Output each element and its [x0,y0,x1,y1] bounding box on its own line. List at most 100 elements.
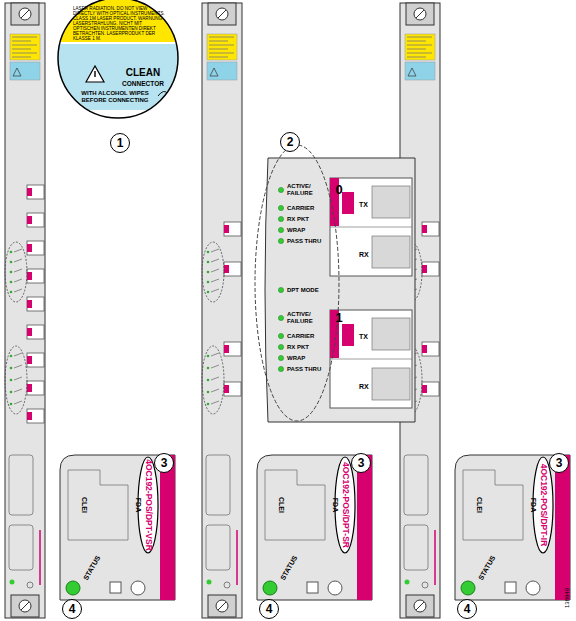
status-led [10,291,13,294]
status-led [461,581,475,595]
label-print [209,49,228,50]
warning-triangle [13,68,21,76]
warning-triangle [86,66,104,82]
status-led [10,355,13,358]
panel-legend: 1 [335,311,342,325]
status-led [207,251,210,254]
faceplate-hole [526,581,540,595]
label-print [407,53,432,54]
panel-legend: ACTIVE/ FAILURE [287,183,319,196]
fiber-port [422,222,439,236]
port-marker [422,385,427,393]
label-print [209,45,234,46]
led-legend-print [211,401,219,404]
led-legend-print [14,249,22,252]
status-led [278,355,283,360]
panel-legend: 4OC192-POS/DPT-SR [340,462,349,548]
status-led [10,261,13,264]
ejector-handle [11,595,39,617]
faceplate-recess [404,455,428,515]
led-group-outline [5,242,27,302]
captive-screw [19,600,31,612]
captive-screw [414,8,426,20]
status-led [207,580,212,585]
panel-legend: RX [359,251,369,259]
label-print [407,57,426,58]
led-legend-print [211,389,219,392]
callout-number: 3 [556,457,563,469]
led-legend-print [14,377,22,380]
ejector-handle [208,595,236,617]
line-card [5,3,45,618]
led-legend-print [211,279,219,282]
panel-legend: PASS THRU [287,238,321,245]
status-led [207,261,210,264]
status-led [10,251,13,254]
faceplate-stripe [357,455,372,600]
clean-connector-label [207,62,237,80]
port-divider [330,227,412,228]
tx-connector [372,318,410,350]
led-legend-print [211,289,219,292]
status-led [207,403,210,406]
clean-connector-label [10,62,40,80]
faceplate-stripe [160,455,175,600]
label-print [12,45,37,46]
figure-id: 138949 [564,588,571,608]
magnified-ejector-detail [257,455,372,600]
ejector-handle [11,3,39,25]
status-led [207,379,210,382]
panel-legend: CLEI [80,497,88,513]
led-group-outline [202,346,224,414]
fiber-port [330,178,412,276]
callout-number: 4 [259,599,279,619]
screw-slot [416,602,424,610]
card-faceplate [202,3,242,618]
status-led [207,281,210,284]
model-print [236,530,238,585]
magnified-faceplate [60,455,175,600]
tx-connector [372,186,410,218]
callout-number: 3 [351,453,371,473]
port-marker [27,412,32,420]
faceplate-recess [265,470,325,540]
panel-legend: RX [359,383,369,391]
faceplate-hole [328,581,342,595]
callout-number: 3 [161,457,168,469]
panel-legend: DPT MODE [287,287,319,294]
fiber-port [27,213,44,227]
fiber-port [27,185,44,199]
label-print [209,37,234,38]
led-legend-print [211,269,219,272]
captive-screw [216,600,228,612]
port-marker [422,225,427,233]
port-marker [27,356,32,364]
port-marker [27,216,32,224]
fiber-port [422,262,439,276]
status-led [278,205,283,210]
port-divider [330,359,412,360]
port-marker [224,265,229,273]
status-led [10,580,15,585]
label-print [12,53,37,54]
label-print [12,49,31,50]
led-legend-print [14,365,22,368]
fiber-port [224,342,241,356]
led-legend-print [14,279,22,282]
status-led [263,581,277,595]
magnified-ejector-detail [455,455,570,600]
status-led [278,187,283,192]
label-print [209,57,228,58]
fiber-port [422,382,439,396]
faceplate-hole [224,582,230,588]
led-legend-print [14,389,22,392]
captive-screw [414,600,426,612]
port-marker [27,188,32,196]
captive-screw [19,8,31,20]
callout-number: 1 [117,137,124,149]
faceplate-hole [131,581,145,595]
panel-legend: PASS THRU [287,366,321,373]
magnified-ejector-detail [60,455,175,600]
led-legend-print [211,365,219,368]
fiber-port [224,382,241,396]
